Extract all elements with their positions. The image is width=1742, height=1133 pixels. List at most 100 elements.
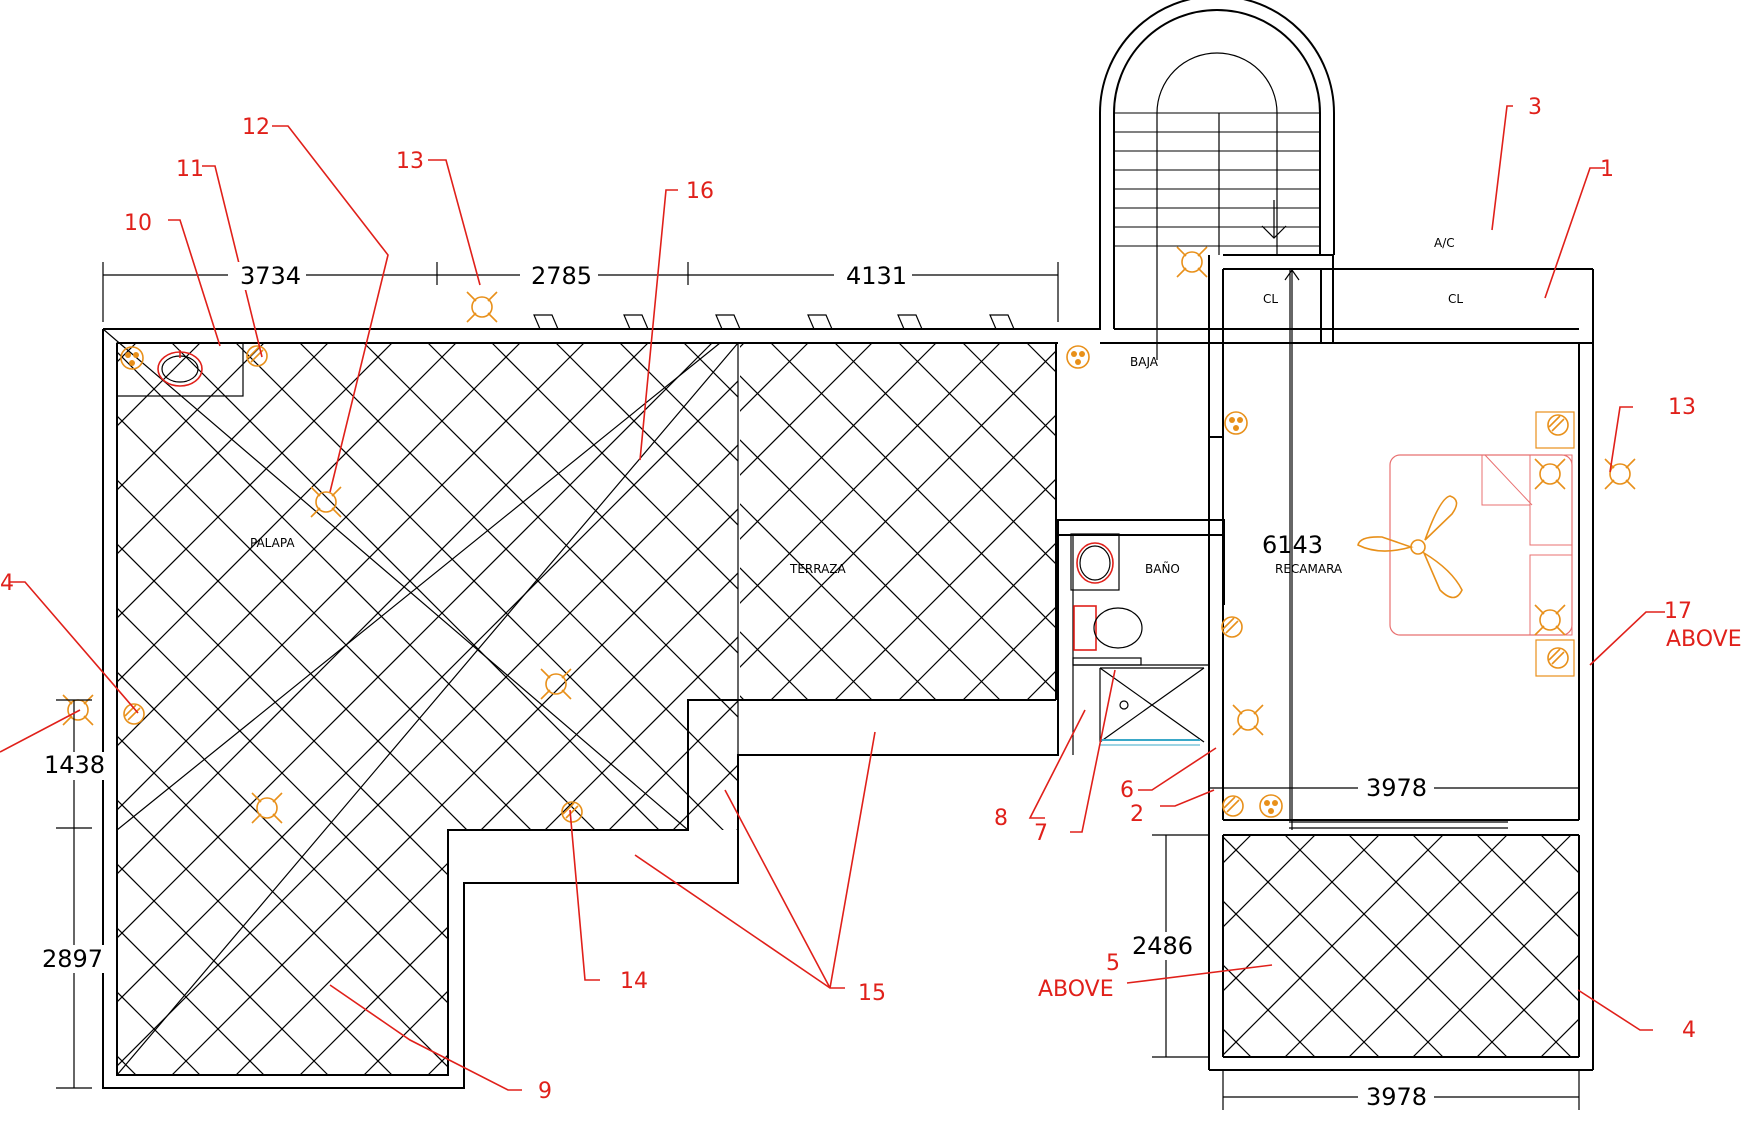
room-labels: PALAPA TERRAZA BAÑO RECAMARA BAJA CL CL … bbox=[250, 236, 1463, 576]
hatch-line bbox=[0, 343, 8, 1075]
dim-top-3: 4131 bbox=[846, 262, 907, 290]
callout-6: 6 bbox=[1120, 778, 1134, 803]
hatch-line bbox=[1733, 835, 1742, 1057]
callout-17: 17 bbox=[1664, 599, 1692, 624]
hatch-line bbox=[1324, 343, 1742, 1075]
hatch-line bbox=[740, 343, 809, 412]
dim-bedroom-height: 6143 bbox=[1262, 531, 1323, 559]
hatch-line bbox=[709, 835, 931, 1057]
hatch-line bbox=[837, 835, 1059, 1057]
hatch-line bbox=[773, 835, 995, 1057]
hatch-line bbox=[940, 343, 1672, 1075]
hatch-line bbox=[683, 343, 738, 1075]
hatch-line bbox=[898, 542, 1056, 700]
hatch-line bbox=[1196, 343, 1742, 1075]
hatch-line bbox=[299, 343, 738, 1075]
callout-4-right: 4 bbox=[1682, 1018, 1696, 1043]
hatch-line bbox=[1026, 670, 1056, 700]
hatch-line bbox=[259, 343, 616, 700]
wall-light-icon bbox=[123, 703, 145, 725]
hatch-line bbox=[898, 343, 1056, 501]
callout-16: 16 bbox=[686, 179, 714, 204]
hatch-line bbox=[1196, 343, 1742, 1075]
ceiling-light-icon bbox=[62, 694, 94, 726]
hatch-line bbox=[740, 695, 745, 700]
hatch-line bbox=[740, 343, 1001, 604]
spiral-staircase bbox=[1099, 0, 1335, 830]
electrical-fixtures bbox=[62, 246, 1636, 824]
hatch-line bbox=[683, 343, 738, 1075]
hatch-line bbox=[117, 343, 329, 1075]
wall-light-icon bbox=[1547, 647, 1569, 669]
hatch-line bbox=[117, 343, 457, 1075]
hatch-line bbox=[235, 343, 738, 1075]
hatch-line bbox=[1733, 835, 1742, 1057]
outlet-icon bbox=[1259, 794, 1283, 818]
hatch-line bbox=[876, 343, 1608, 1075]
callout-2: 2 bbox=[1130, 802, 1144, 827]
hatch-line bbox=[1223, 835, 1316, 928]
hatch-line bbox=[491, 343, 738, 1075]
hatch-line bbox=[770, 414, 1056, 700]
hatch-line bbox=[117, 343, 585, 1075]
outlet-icon bbox=[120, 346, 144, 370]
hatch-line bbox=[1068, 343, 1742, 1075]
hatch-line bbox=[1605, 835, 1742, 1057]
callout-14: 14 bbox=[620, 969, 648, 994]
hatch-line bbox=[740, 343, 745, 348]
hatch-line bbox=[1260, 343, 1742, 1075]
hatch-line bbox=[1605, 835, 1742, 1057]
label-closet-right: CL bbox=[1448, 292, 1463, 306]
ceiling-light-icon bbox=[1176, 246, 1208, 278]
callout-13-top: 13 bbox=[396, 149, 424, 174]
hatch-line bbox=[117, 343, 713, 1075]
callout-15: 15 bbox=[858, 981, 886, 1006]
callout-5: 5 bbox=[1106, 951, 1120, 976]
switch-box bbox=[1535, 639, 1575, 677]
hatch-line bbox=[1260, 343, 1742, 1075]
wall-light-icon bbox=[246, 345, 268, 367]
hatch-line bbox=[1324, 343, 1742, 1075]
outlet-icon bbox=[1224, 411, 1248, 435]
callout-11: 11 bbox=[176, 157, 204, 182]
callout-8: 8 bbox=[994, 806, 1008, 831]
wall-light-icon bbox=[1547, 414, 1569, 436]
hatch-line bbox=[834, 478, 1056, 700]
callout-13-right: 13 bbox=[1668, 395, 1696, 420]
terraza-hatch bbox=[259, 343, 1704, 700]
hatch-line bbox=[740, 350, 1056, 668]
hatch-line bbox=[1540, 1018, 1579, 1057]
ceiling-light-icon bbox=[1534, 604, 1566, 636]
label-bano: BAÑO bbox=[1145, 561, 1180, 576]
hatch-line bbox=[1068, 343, 1742, 1075]
hatch-line bbox=[1283, 343, 1640, 700]
hatch-line bbox=[1284, 835, 1508, 1057]
label-baja: BAJA bbox=[1130, 355, 1159, 369]
hatch-line bbox=[1669, 835, 1742, 1057]
hatch-line bbox=[1223, 964, 1316, 1057]
ceiling-light-icon bbox=[466, 291, 498, 323]
hatch-line bbox=[645, 835, 867, 1057]
hatch-line bbox=[740, 631, 809, 700]
callout-leaders bbox=[0, 105, 1665, 1091]
hatch-line bbox=[323, 343, 680, 700]
hatch-line bbox=[940, 343, 1672, 1075]
dim-bottom-width: 3978 bbox=[1366, 1083, 1427, 1111]
hatch-line bbox=[1412, 890, 1579, 1057]
callout-9: 9 bbox=[538, 1079, 552, 1104]
hatch-line bbox=[117, 343, 649, 1075]
hatch-line bbox=[117, 343, 457, 1075]
callout-5-note: ABOVE bbox=[1038, 977, 1114, 1002]
ceiling-light-icon bbox=[540, 668, 572, 700]
hatch-line bbox=[117, 343, 393, 1075]
hatch-line bbox=[740, 567, 873, 700]
hatch-line bbox=[812, 343, 1544, 1075]
hatch-line bbox=[1452, 343, 1742, 1075]
hatch-line bbox=[117, 343, 738, 1075]
callout-17-note: ABOVE bbox=[1666, 627, 1742, 652]
exterior-walls bbox=[102, 113, 1594, 1089]
dim-top-2: 2785 bbox=[531, 262, 592, 290]
hatch-line bbox=[1347, 343, 1704, 700]
hatch-line bbox=[1452, 343, 1742, 1075]
label-recamara: RECAMARA bbox=[1275, 562, 1343, 576]
